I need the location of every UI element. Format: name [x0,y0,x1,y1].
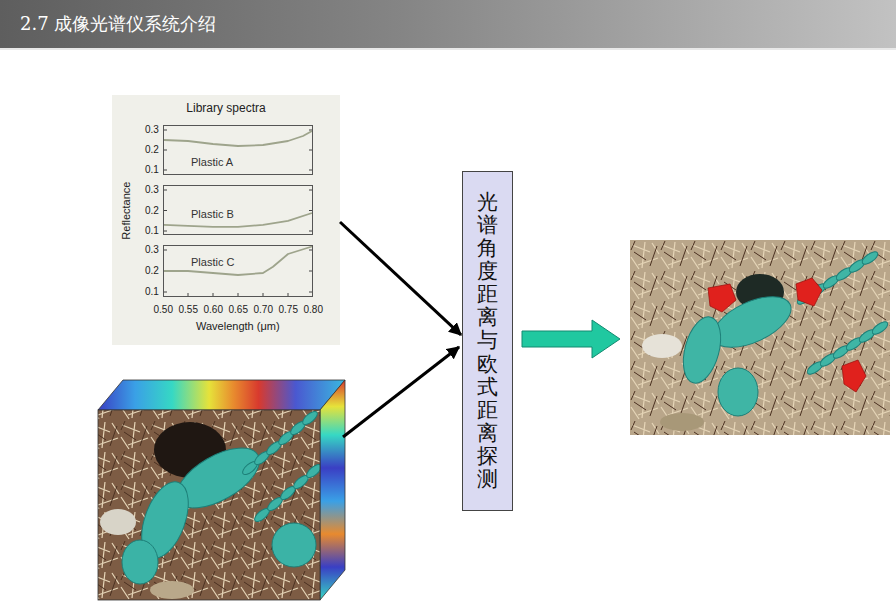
tick-label: 0.60 [204,304,223,316]
tick-label: 0.70 [254,304,273,316]
output-block-arrow [522,320,620,358]
axis-label: Wavelength (μm) [196,320,280,333]
tick-label: 0.2 [145,265,159,277]
result-image-part-part-part [842,360,866,392]
result-image [630,240,890,435]
hyperspectral-cube-part [98,410,320,600]
result-image-part-part-part [718,368,758,416]
input-arrow-part [343,347,459,437]
tick-label: 0.65 [229,304,248,316]
hyperspectral-cube [98,380,345,600]
spectra-chart-graphics-part-part [164,213,312,227]
result-image-part-part [630,240,890,435]
tick-label: 0.1 [145,164,159,176]
spectrum-name: Plastic A [191,156,233,169]
axis-label: Reflectance [120,181,133,239]
result-image-part-part [677,250,890,416]
spectrum-name: Plastic B [191,208,234,221]
result-image-part-part-part [708,284,736,312]
spectra-chart-graphics-part [164,131,312,275]
tick-label: 0.3 [145,184,159,196]
hyperspectral-cube-part-part [100,509,136,535]
result-image-part-part [660,413,704,431]
result-image-part-part-part [860,250,879,267]
header-bar: 2.7 成像光谱仪系统介绍 [0,0,896,50]
hyperspectral-cube-part [320,380,345,600]
tick-label: 0.2 [145,205,159,217]
hyperspectral-cube-part-part-part [272,523,316,567]
input-arrow [343,347,459,437]
hyperspectral-cube-part-part [122,410,320,584]
hyperspectral-cube-part-part-part [301,410,320,427]
result-image-part-part [630,240,890,435]
hyperspectral-cube-part [98,410,320,600]
connector-arrow [340,222,461,335]
tick-label: 0.3 [145,124,159,136]
panel-title: Library spectra [112,101,340,115]
tick-label: 0.2 [145,144,159,156]
hyperspectral-cube-part-part-part [122,540,158,584]
result-image-part-part [642,334,682,358]
hyperspectral-cube-part-part [150,581,194,599]
tick-label: 0.80 [304,304,323,316]
spectra-chart-graphics-part-part [164,247,312,276]
spectra-chart-graphics-part [163,130,313,297]
output-block-arrow-part [522,320,620,358]
spectra-chart-graphics-part-part [163,190,313,231]
spectrum-plot: Plastic C [163,245,313,297]
tick-label: 0.1 [145,225,159,237]
hyperspectral-cube-part [98,380,345,410]
tick-label: 0.1 [145,286,159,298]
tick-label: 0.75 [279,304,298,316]
result-image-part-part-part [870,320,889,337]
spectrum-name: Plastic C [191,256,234,269]
method-box: 光谱角度距离与欧式距离探测 [462,171,513,511]
result-image-part-part-part [677,313,727,387]
hyperspectral-cube-part-part [98,410,320,600]
spectrum-plot: Plastic A [163,125,313,175]
result-image-part [630,240,890,435]
spectra-chart-graphics [112,95,340,345]
spectrum-plot: Plastic B [163,185,313,235]
hyperspectral-cube-part-part-part [305,462,320,480]
result-image-part-part-part [796,278,822,306]
method-label: 光谱角度距离与欧式距离探测 [477,191,498,491]
slide-title: 2.7 成像光谱仪系统介绍 [0,0,896,48]
spectra-chart-graphics-part [112,95,340,345]
result-image-part-part [708,278,866,392]
tick-label: 0.55 [179,304,198,316]
tick-label: 0.50 [154,304,173,316]
tick-label: 0.3 [145,244,159,256]
spectra-chart-graphics-part-part [164,131,312,146]
hyperspectral-cube-part-part [98,410,320,600]
spectra-chart-graphics-part-part [163,130,313,170]
